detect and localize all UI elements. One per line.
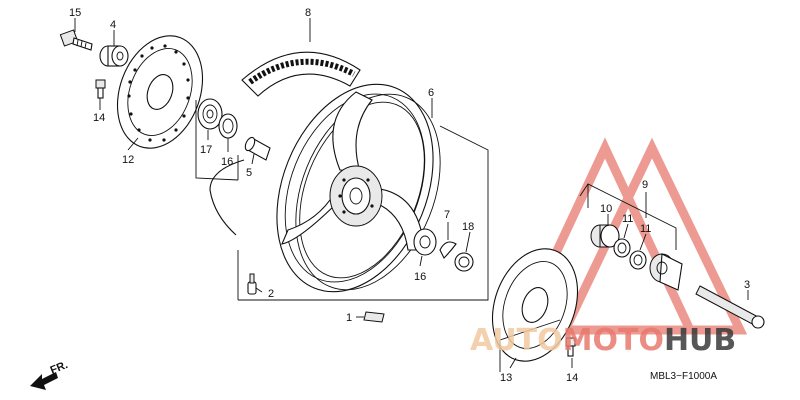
label-3: 3 xyxy=(744,279,750,291)
gearbox-9 xyxy=(649,253,683,291)
seal-11-b xyxy=(629,250,647,270)
wheel-6 xyxy=(276,83,441,293)
collar-5 xyxy=(244,136,271,161)
axle-3 xyxy=(695,285,765,329)
label-16-left: 16 xyxy=(221,156,233,168)
label-4: 4 xyxy=(110,19,116,31)
balance-weight-1 xyxy=(363,311,385,323)
label-16-right: 16 xyxy=(414,271,426,283)
label-18: 18 xyxy=(462,221,474,233)
bolt-14-left xyxy=(95,79,106,99)
label-13: 13 xyxy=(500,372,512,384)
label-8: 8 xyxy=(305,7,311,19)
label-10: 10 xyxy=(600,203,612,215)
label-12: 12 xyxy=(122,154,134,166)
label-1: 1 xyxy=(346,312,352,324)
label-17: 17 xyxy=(200,144,212,156)
watermark-hub: HUB xyxy=(664,323,736,358)
svg-text:AUTOMOTOHUB: AUTOMOTOHUB xyxy=(470,323,736,358)
leader-lines xyxy=(74,18,749,372)
label-14-left: 14 xyxy=(93,112,105,124)
front-direction-arrow: FR. xyxy=(30,359,70,390)
label-7: 7 xyxy=(444,209,450,221)
seal-16-right xyxy=(413,228,437,256)
bolt-15 xyxy=(59,29,93,51)
direction-label: FR. xyxy=(49,359,70,377)
label-5: 5 xyxy=(246,167,252,179)
bolt-14-right xyxy=(565,337,576,357)
bearing-17 xyxy=(197,98,223,130)
o-ring-18 xyxy=(454,252,474,272)
seal-11-a xyxy=(613,238,631,258)
watermark-auto: AUTO xyxy=(470,323,563,358)
seal-16-left xyxy=(218,113,238,139)
label-11-b: 11 xyxy=(640,223,651,235)
brake-disc-12 xyxy=(116,35,204,149)
part-labels: 15 4 14 12 8 17 16 5 6 2 1 7 18 16 9 10 … xyxy=(69,7,750,384)
clip-7 xyxy=(439,241,457,259)
label-14-right: 14 xyxy=(566,372,578,384)
brake-disc-13 xyxy=(491,248,579,362)
valve-2 xyxy=(247,273,257,295)
label-6: 6 xyxy=(428,87,434,99)
watermark-moto: MOTO xyxy=(563,323,664,358)
collar-10 xyxy=(590,224,620,248)
collar-4 xyxy=(99,45,129,67)
label-11-a: 11 xyxy=(622,213,633,225)
label-15: 15 xyxy=(69,7,81,19)
label-2: 2 xyxy=(268,288,274,300)
label-9: 9 xyxy=(642,179,648,191)
diagram-code: MBL3−F1000A xyxy=(650,371,717,382)
watermark-text: AUTOMOTOHUB xyxy=(470,323,736,358)
